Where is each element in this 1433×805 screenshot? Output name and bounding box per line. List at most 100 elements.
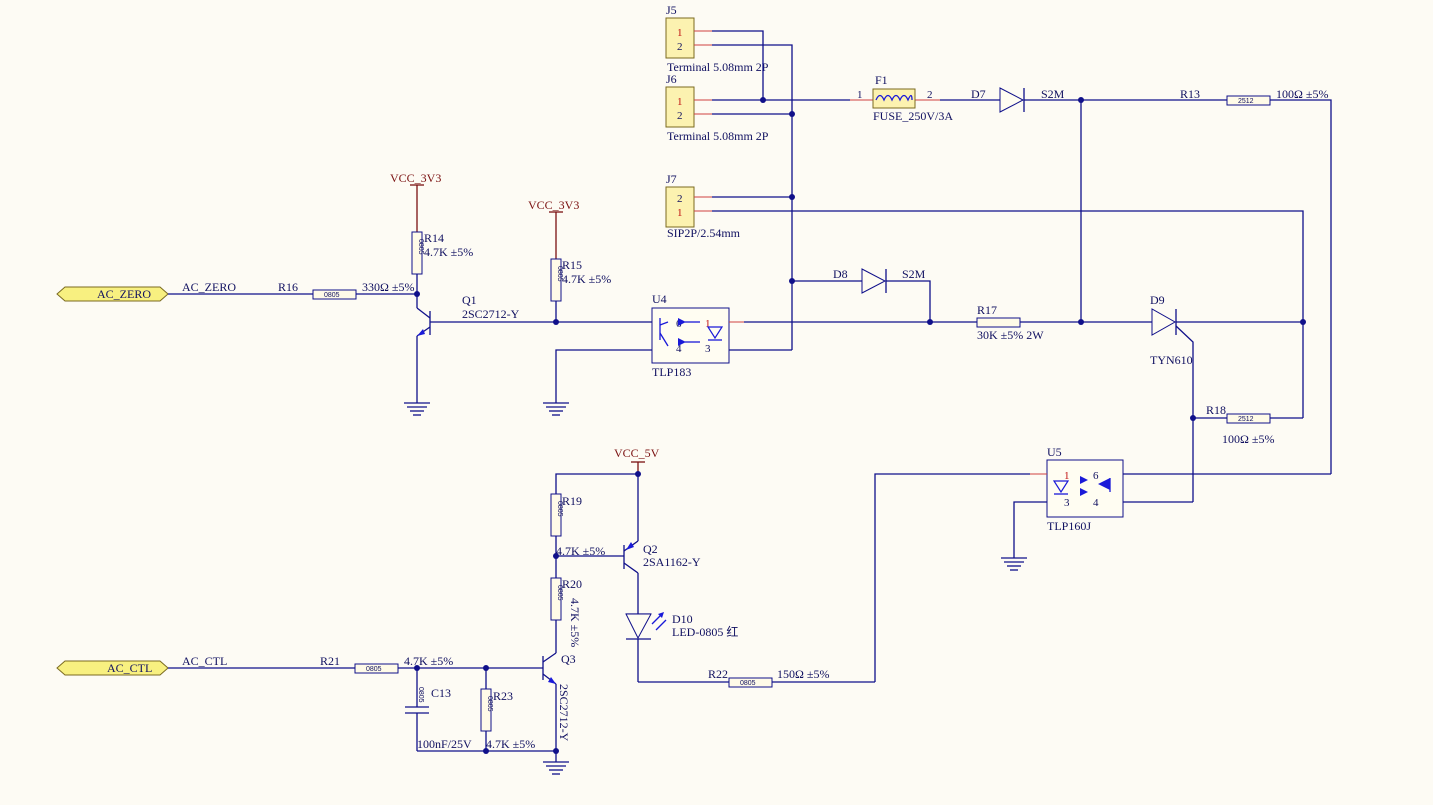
r22-ref: R22	[708, 667, 728, 681]
r21-pkg: 0805	[366, 666, 382, 673]
u5-pin1: 1	[1064, 470, 1070, 482]
r19-value: 4.7K ±5%	[556, 544, 605, 558]
resistor-r23[interactable]: 0805 R23 4.7K ±5%	[480, 668, 535, 751]
connector-j5[interactable]: J5 1 2 Terminal 5.08mm 2P	[665, 3, 769, 74]
j7-desc: SIP2P/2.54mm	[667, 226, 741, 240]
r15-ref: R15	[562, 258, 582, 272]
vcc3v3-a-label: VCC_3V3	[390, 171, 441, 185]
ground-q1	[404, 402, 430, 416]
j6-ref: J6	[666, 72, 677, 86]
transistor-q3[interactable]: Q3 2SC2712-Y	[542, 652, 576, 762]
vcc3v3-b-label: VCC_3V3	[528, 198, 579, 212]
u4-pin4: 4	[676, 343, 682, 355]
r13-value: 100Ω ±5%	[1276, 87, 1329, 101]
ac-zero-port-label: AC_ZERO	[97, 287, 151, 301]
connector-wires	[694, 30, 1304, 418]
capacitor-c13[interactable]: 0805 C13 100nF/25V	[405, 668, 472, 751]
port-ac-ctl[interactable]: AC_CTL	[56, 660, 169, 676]
resistor-r21[interactable]: 0805 AC_CTL R21 4.7K ±5%	[168, 654, 543, 674]
r23-ref: R23	[493, 689, 513, 703]
d7-ref: D7	[971, 87, 986, 101]
resistor-r13[interactable]: 2512 R13 100Ω ±5%	[1180, 87, 1329, 106]
f1-pin1: 1	[857, 89, 863, 101]
u5-ref: U5	[1047, 445, 1062, 459]
j5-pin2: 2	[677, 41, 683, 53]
resistor-r14[interactable]: 0805 R14 4.7K ±5%	[411, 231, 473, 294]
j5-desc: Terminal 5.08mm 2P	[667, 60, 769, 74]
r16-value: 330Ω ±5%	[362, 280, 415, 294]
ac-ctl-net-label: AC_CTL	[182, 654, 227, 668]
j7-pin2: 2	[677, 193, 683, 205]
r15-value: 4.7K ±5%	[562, 272, 611, 286]
optocoupler-u5[interactable]: U5 TLP160J 1 3 6 4	[1030, 445, 1124, 533]
r22-value: 150Ω ±5%	[777, 667, 830, 681]
optocoupler-u4[interactable]: U4 TLP183 6 4 1 3	[651, 292, 744, 379]
r19-pkg: 0805	[556, 501, 563, 517]
d9-ref: D9	[1150, 293, 1165, 307]
transistor-q1[interactable]: Q1 2SC2712-Y	[416, 293, 556, 403]
led-d10[interactable]: D10 LED-0805 红	[625, 612, 738, 682]
d10-ref: D10	[672, 612, 693, 626]
thyristor-d9[interactable]: D9 TYN610	[1150, 293, 1306, 502]
f1-ref: F1	[875, 73, 888, 87]
r23-value: 4.7K ±5%	[486, 737, 535, 751]
u4-ref: U4	[652, 292, 667, 306]
d8-ref: D8	[833, 267, 848, 281]
r15-pkg: 0805	[556, 266, 563, 282]
r18-ref: R18	[1206, 403, 1226, 417]
diode-d8[interactable]: D8 S2M	[789, 267, 931, 322]
resistor-r19[interactable]: 0805 R19 4.7K ±5%	[550, 493, 605, 578]
u5-wires	[874, 473, 1331, 682]
j6-pin1: 1	[677, 96, 683, 108]
power-vcc3v3-b: VCC_3V3	[528, 198, 579, 259]
d10-value: LED-0805 红	[672, 624, 738, 639]
u5-pin4: 4	[1093, 497, 1099, 509]
r13-ref: R13	[1180, 87, 1200, 101]
d7-value: S2M	[1041, 87, 1065, 101]
d9-value: TYN610	[1150, 353, 1193, 367]
transistor-q2[interactable]: Q2 2SA1162-Y	[556, 474, 701, 614]
j5-pin1: 1	[677, 27, 683, 39]
r20-ref: R20	[562, 577, 582, 591]
j7-pin1: 1	[677, 207, 683, 219]
resistor-r17[interactable]: R17 30K ±5% 2W	[976, 303, 1152, 342]
r21-ref: R21	[320, 654, 340, 668]
j6-desc: Terminal 5.08mm 2P	[667, 129, 769, 143]
q3-ref: Q3	[561, 652, 576, 666]
r19-ref: R19	[562, 494, 582, 508]
r23-pkg: 0805	[486, 696, 493, 712]
j7-ref: J7	[666, 172, 677, 186]
u5-pin3: 3	[1064, 497, 1070, 509]
ac-zero-net-label: AC_ZERO	[182, 280, 236, 294]
r20-value: 4.7K ±5%	[568, 598, 582, 647]
r20-pkg: 0805	[556, 585, 563, 601]
ground-u5	[1001, 557, 1027, 571]
resistor-r15[interactable]: 0805 R15 4.7K ±5%	[550, 258, 611, 325]
power-vcc5v: VCC_5V	[555, 446, 660, 494]
ac-ctl-port-label: AC_CTL	[107, 661, 152, 675]
r18-value: 100Ω ±5%	[1222, 432, 1275, 446]
c13-pkg: 0805	[417, 687, 424, 703]
q3-value: 2SC2712-Y	[557, 684, 571, 742]
fuse-f1[interactable]: F1 1 2 FUSE_250V/3A	[850, 73, 953, 123]
resistor-r18[interactable]: 2512 R18 100Ω ±5%	[1193, 403, 1303, 446]
c13-value: 100nF/25V	[417, 737, 472, 751]
u4-pin3: 3	[705, 343, 711, 355]
ground-u4	[543, 402, 569, 416]
u4-pin1: 1	[705, 318, 711, 330]
r16-ref: R16	[278, 280, 298, 294]
connector-j7[interactable]: J7 2 1 SIP2P/2.54mm	[665, 172, 741, 240]
r13-pkg: 2512	[1238, 98, 1254, 105]
r22-pkg: 0805	[740, 680, 756, 687]
top-rail	[1024, 97, 1332, 474]
resistor-r20[interactable]: 0805 R20 4.7K ±5%	[550, 577, 582, 653]
f1-value: FUSE_250V/3A	[873, 109, 953, 123]
j6-pin2: 2	[677, 110, 683, 122]
resistor-r16[interactable]: 0805 AC_ZERO R16 330Ω ±5%	[168, 280, 420, 300]
resistor-r22[interactable]: 0805 R22 150Ω ±5%	[638, 667, 875, 688]
power-vcc3v3-a: VCC_3V3	[390, 171, 441, 232]
r16-pkg: 0805	[324, 292, 340, 299]
port-ac-zero[interactable]: AC_ZERO	[56, 286, 169, 302]
connector-j6[interactable]: J6 1 2 Terminal 5.08mm 2P	[665, 72, 769, 143]
